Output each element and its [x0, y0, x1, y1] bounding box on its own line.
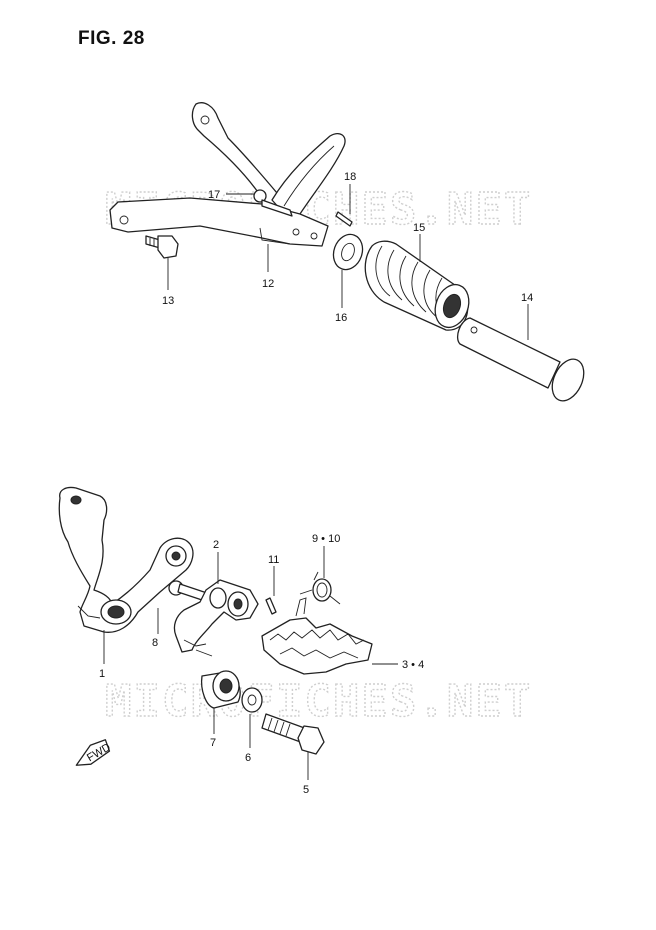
callout-1: 1	[99, 668, 105, 680]
callout-5: 5	[303, 784, 309, 796]
callout-15: 15	[413, 222, 425, 234]
leaders-top	[167, 184, 529, 340]
callout-17: 17	[208, 189, 220, 201]
part-18-cotter-pin	[335, 211, 353, 227]
part-16-washer	[332, 233, 364, 271]
part-3-4-footpeg	[261, 597, 373, 675]
part-12-bracket	[109, 102, 346, 247]
leaders-bottom	[103, 546, 398, 780]
part-2-link	[173, 579, 259, 657]
figure-title: FIG. 28	[78, 28, 145, 49]
callout-6: 6	[245, 752, 251, 764]
callout-8: 8	[152, 637, 158, 649]
callout-12: 12	[262, 278, 274, 290]
part-17-pin	[253, 189, 293, 217]
part-5-bolt	[261, 713, 325, 755]
callout-11: 11	[268, 554, 279, 566]
part-7-spacer	[200, 670, 241, 709]
part-11-cotter-pin	[265, 597, 277, 615]
callout-2: 2	[213, 539, 219, 551]
part-13-bolt	[145, 235, 179, 259]
fwd-arrow: FWD	[75, 739, 113, 766]
fwd-label: FWD	[85, 741, 113, 764]
watermark-bottom: MICROFICHES.NET	[105, 676, 532, 727]
callout-14: 14	[521, 292, 533, 304]
part-6-washer	[241, 687, 263, 713]
part-1-bracket	[58, 486, 194, 633]
callout-18: 18	[344, 171, 356, 183]
callout-9-10: 9 • 10	[312, 533, 340, 545]
callout-16: 16	[335, 312, 347, 324]
part-9-10-spring	[299, 571, 341, 605]
callout-3-4: 3 • 4	[402, 659, 424, 671]
part-14-shaft	[456, 317, 585, 402]
part-15-rubber	[364, 240, 470, 331]
callout-7: 7	[210, 737, 216, 749]
callout-13: 13	[162, 295, 174, 307]
